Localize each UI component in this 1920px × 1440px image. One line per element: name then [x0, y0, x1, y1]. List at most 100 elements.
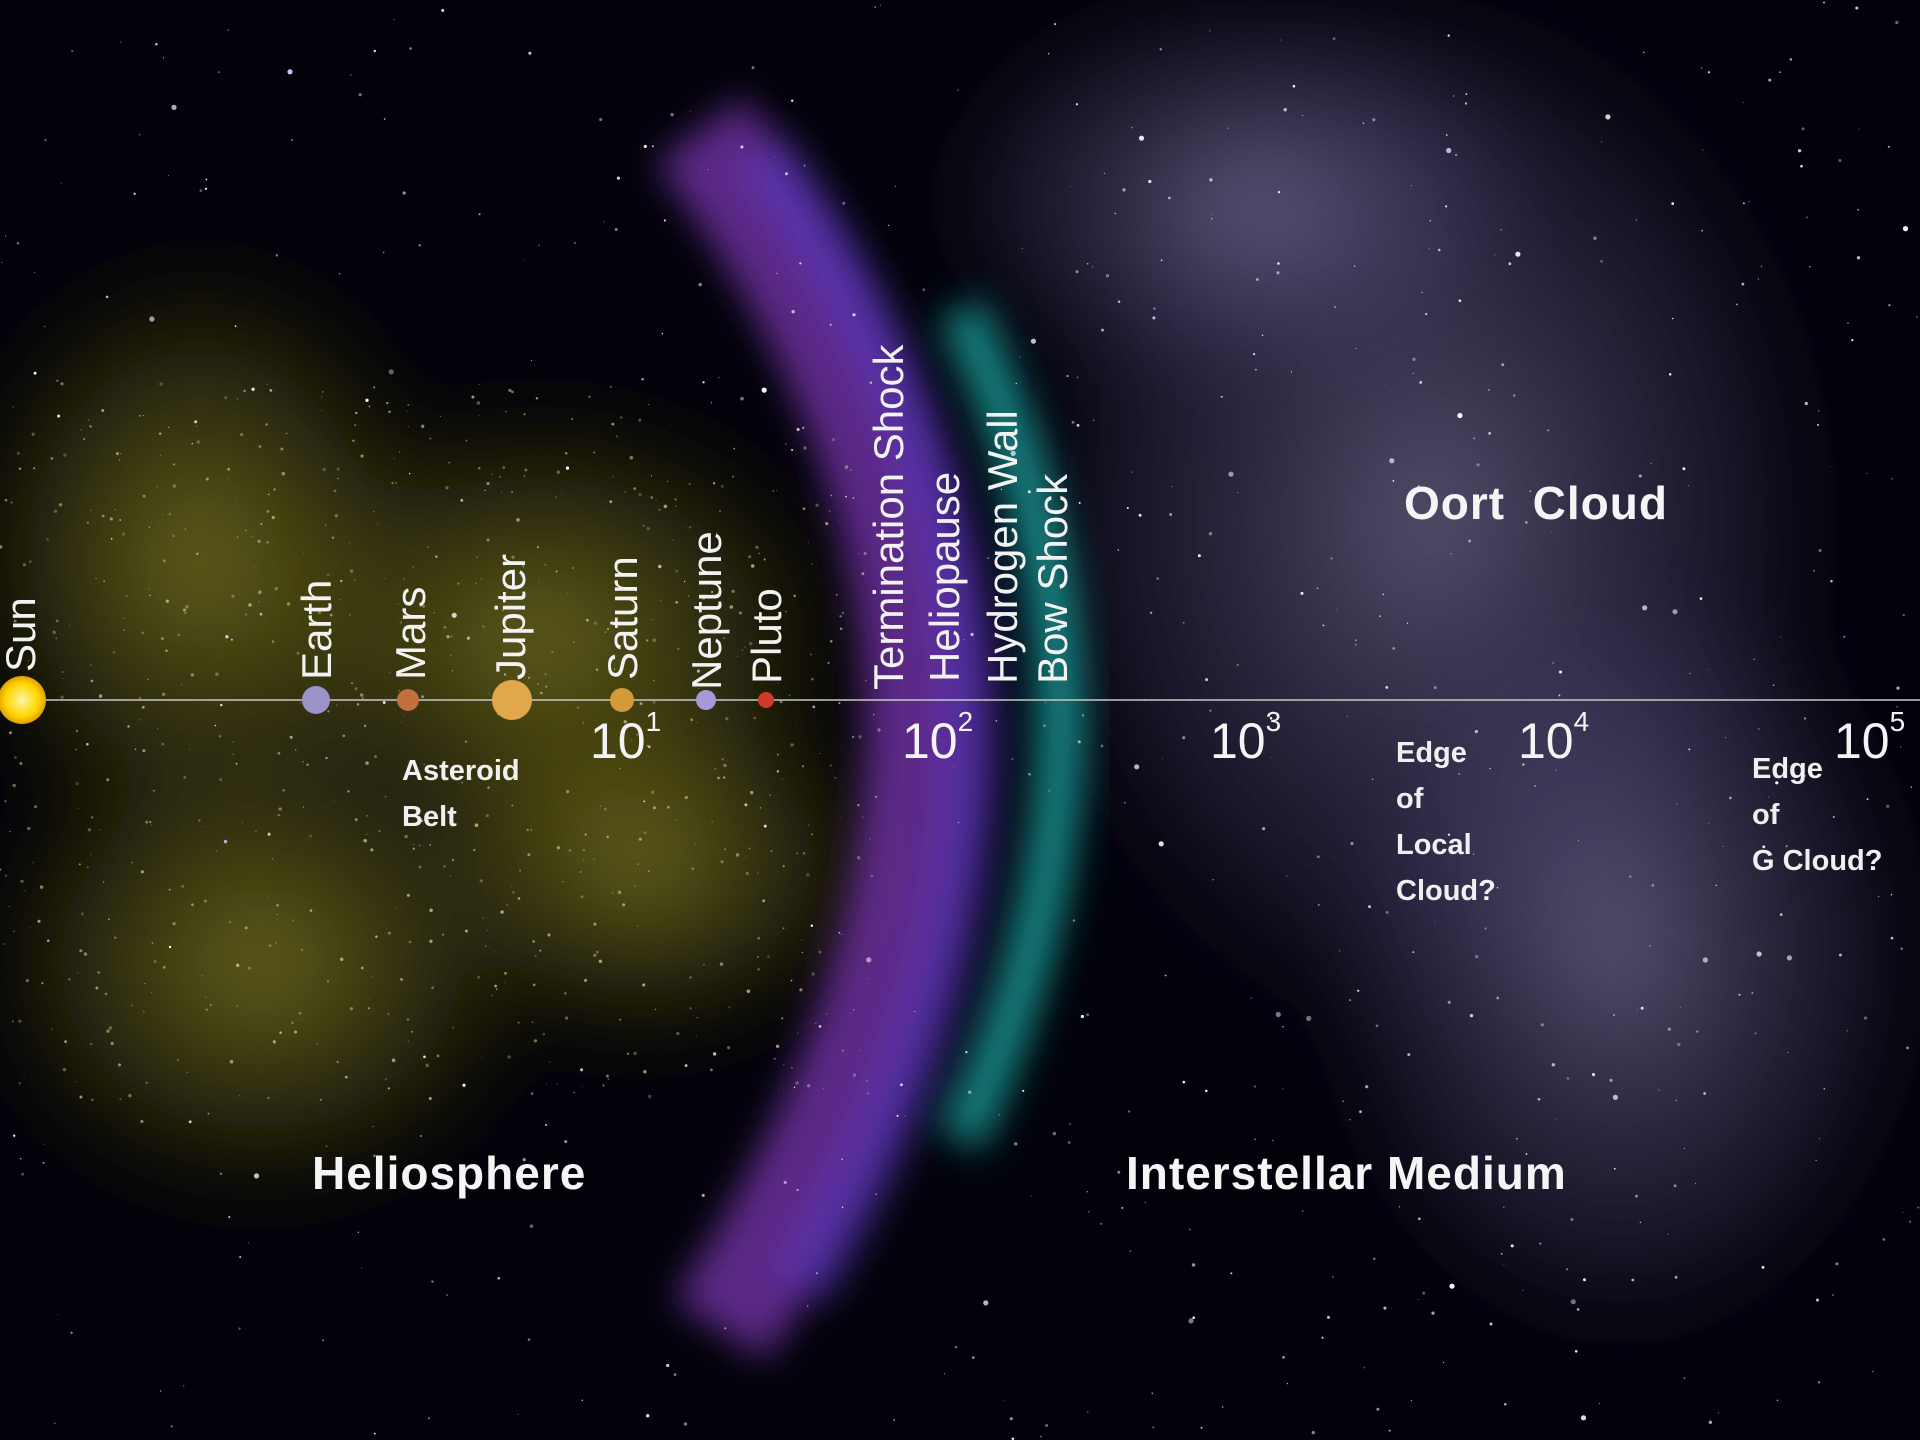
dust-particle: [757, 968, 760, 971]
dust-particle: [11, 1020, 14, 1023]
star: [1103, 172, 1106, 174]
star: [1555, 769, 1557, 771]
star: [119, 519, 122, 521]
dust-particle: [479, 879, 483, 883]
dust-particle: [420, 819, 424, 822]
dust-particle: [562, 704, 564, 706]
dust-particle: [717, 776, 720, 780]
star: [1371, 778, 1374, 781]
dust-particle: [604, 631, 607, 634]
star: [1321, 1336, 1324, 1339]
dust-particle: [502, 609, 504, 611]
dust-particle: [349, 569, 354, 573]
oort-cloud-glow: [920, 0, 1920, 1370]
dust-particle: [584, 833, 587, 836]
star: [995, 720, 998, 722]
dust-particle: [153, 789, 155, 792]
star: [1149, 611, 1153, 615]
dust-particle: [198, 484, 200, 486]
dust-particle: [748, 847, 751, 850]
dust-particle: [588, 395, 591, 398]
star: [86, 743, 89, 746]
star: [1446, 147, 1452, 154]
star: [1015, 382, 1018, 385]
dust-particle: [429, 844, 432, 847]
star: [1255, 368, 1257, 371]
star: [383, 118, 386, 120]
star: [963, 638, 965, 640]
saturn-label: Saturn: [599, 556, 646, 680]
dust-particle: [702, 596, 706, 600]
dust-particle: [425, 1063, 429, 1068]
dust-particle: [696, 1016, 699, 1019]
star: [1286, 1382, 1289, 1385]
star: [790, 979, 793, 982]
dust-particle: [859, 1049, 861, 1051]
dust-particle: [604, 807, 607, 811]
dust-particle: [494, 984, 497, 988]
dust-particle: [254, 567, 256, 569]
dust-particle: [501, 491, 503, 493]
star: [1048, 789, 1051, 792]
tick-10-2: 102: [902, 706, 974, 769]
star: [1570, 1217, 1574, 1222]
dust-particle: [104, 992, 108, 996]
dust-particle: [148, 526, 151, 528]
dust-particle: [733, 447, 736, 450]
star: [1508, 262, 1512, 266]
star: [322, 1339, 324, 1342]
star: [1855, 6, 1859, 10]
star: [761, 387, 767, 393]
dust-particle: [236, 1004, 239, 1007]
star: [1392, 479, 1395, 482]
star: [79, 949, 83, 953]
star: [1683, 1147, 1685, 1149]
dust-particle: [173, 463, 176, 466]
dust-particle: [507, 1055, 511, 1059]
dust-particle: [634, 885, 636, 887]
star: [1689, 672, 1691, 675]
dust-particle: [86, 521, 89, 524]
star: [238, 1327, 241, 1330]
dust-particle: [716, 532, 718, 534]
star: [1902, 1211, 1904, 1214]
star: [449, 875, 451, 877]
dust-particle: [232, 753, 235, 756]
star: [1182, 736, 1186, 740]
dust-particle: [724, 848, 726, 851]
dust-particle: [244, 926, 248, 930]
dust-particle: [368, 998, 370, 1000]
star: [338, 273, 341, 275]
star: [1316, 855, 1320, 859]
dust-particle: [872, 713, 875, 716]
star: [1803, 717, 1807, 720]
dust-particle: [638, 418, 642, 422]
dust-particle: [650, 496, 654, 499]
star: [1598, 1402, 1600, 1405]
star: [214, 724, 217, 727]
star: [1591, 1073, 1596, 1077]
dust-particle: [794, 722, 796, 724]
dust-particle: [3, 943, 5, 945]
dust-particle: [619, 767, 621, 770]
star: [1455, 153, 1458, 156]
star: [441, 8, 445, 12]
dust-particle: [448, 461, 451, 464]
star: [13, 1134, 16, 1137]
star: [1350, 841, 1354, 846]
star: [1445, 134, 1448, 136]
dust-particle: [329, 613, 333, 617]
star: [462, 1083, 466, 1087]
star: [286, 432, 288, 435]
dust-particle: [633, 674, 635, 676]
star: [1227, 127, 1230, 129]
star: [320, 396, 322, 398]
star: [413, 843, 415, 846]
dust-particle: [486, 481, 490, 486]
star: [1076, 376, 1079, 378]
star: [1359, 1110, 1362, 1113]
interstellar-medium-label: Interstellar Medium: [1126, 1147, 1567, 1199]
star: [1550, 532, 1552, 534]
dust-particle: [512, 891, 515, 894]
star: [1385, 686, 1389, 689]
